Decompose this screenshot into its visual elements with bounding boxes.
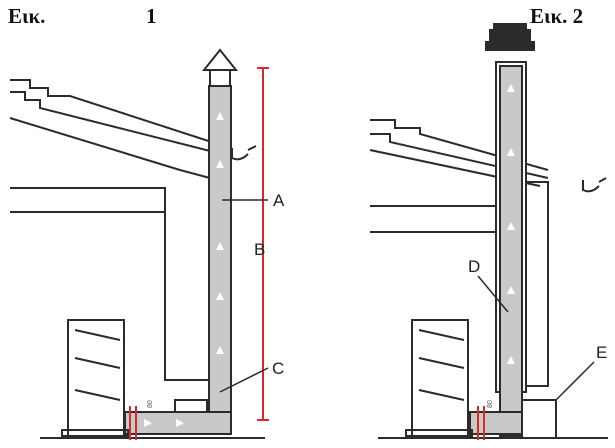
callout-a: A [273,191,285,210]
flow-arrow-icon [507,148,515,156]
flow-arrow-icon [216,160,224,168]
wall-distance-value: 80 [487,400,494,408]
roof-eave [370,119,549,171]
stove-line [74,329,121,341]
chimney-cap-icon [485,41,535,51]
wall-distance-value: 80 [147,400,154,408]
flue-cap-icon [201,48,239,71]
stove-line [418,329,465,341]
stove-line [74,389,121,401]
chimney-cap-top [493,23,527,31]
wall-distance-marks-fig2 [477,406,485,440]
roof-eave-lower [10,91,231,157]
callouts-fig1 [219,199,269,393]
flue-cap-base [209,69,231,87]
wall-top [179,169,211,212]
flow-arrow-icon [216,242,224,250]
flow-arrow-icon [216,112,224,120]
figure-1 [9,48,265,439]
stove-line [418,357,465,369]
callout-e: E [596,343,607,362]
flue-pipe-vertical [208,85,232,435]
flow-arrow-icon [507,222,515,230]
chimney-cap-roof [489,29,531,43]
stove-base [61,429,129,437]
callout-b: B [254,240,265,259]
figure-2 [369,23,608,439]
chimney-liner [499,65,523,437]
wall-outline [370,205,501,233]
roof-eave [10,79,231,149]
height-measure [129,67,269,440]
flow-arrow-icon [216,346,224,354]
callout-e-leader [555,361,595,401]
flow-arrow-icon [216,292,224,300]
stove-line [418,389,465,401]
callout-c: C [272,359,284,378]
stove-line [74,357,121,369]
wall-outline [10,187,166,213]
callout-c-leader [219,367,269,393]
stove-base [405,429,473,437]
flow-arrow-icon [507,84,515,92]
flow-arrows-fig2 [507,84,515,364]
roof-eave-lower [370,133,549,179]
stove-body [411,319,469,437]
roof-underside [9,117,181,171]
wall-stub [519,399,557,439]
gutter-icon [231,145,257,161]
flow-arrows-fig1 [144,112,224,427]
gutter-icon [582,177,607,193]
figure-1-label-number: 1 [146,4,157,28]
wall-column [520,181,549,387]
callout-d-leader [477,275,509,313]
flow-arrow-icon [144,419,152,427]
flow-arrow-icon [507,356,515,364]
figure-1-label-prefix: Εικ. [8,4,46,28]
stove-body [67,319,125,437]
figure-2-label: Εικ. 2 [530,4,584,28]
wall-column [164,212,211,381]
flow-arrow-icon [176,419,184,427]
flow-arrow-icon [507,286,515,294]
callout-d: D [468,257,480,276]
callouts-fig2 [477,275,595,401]
